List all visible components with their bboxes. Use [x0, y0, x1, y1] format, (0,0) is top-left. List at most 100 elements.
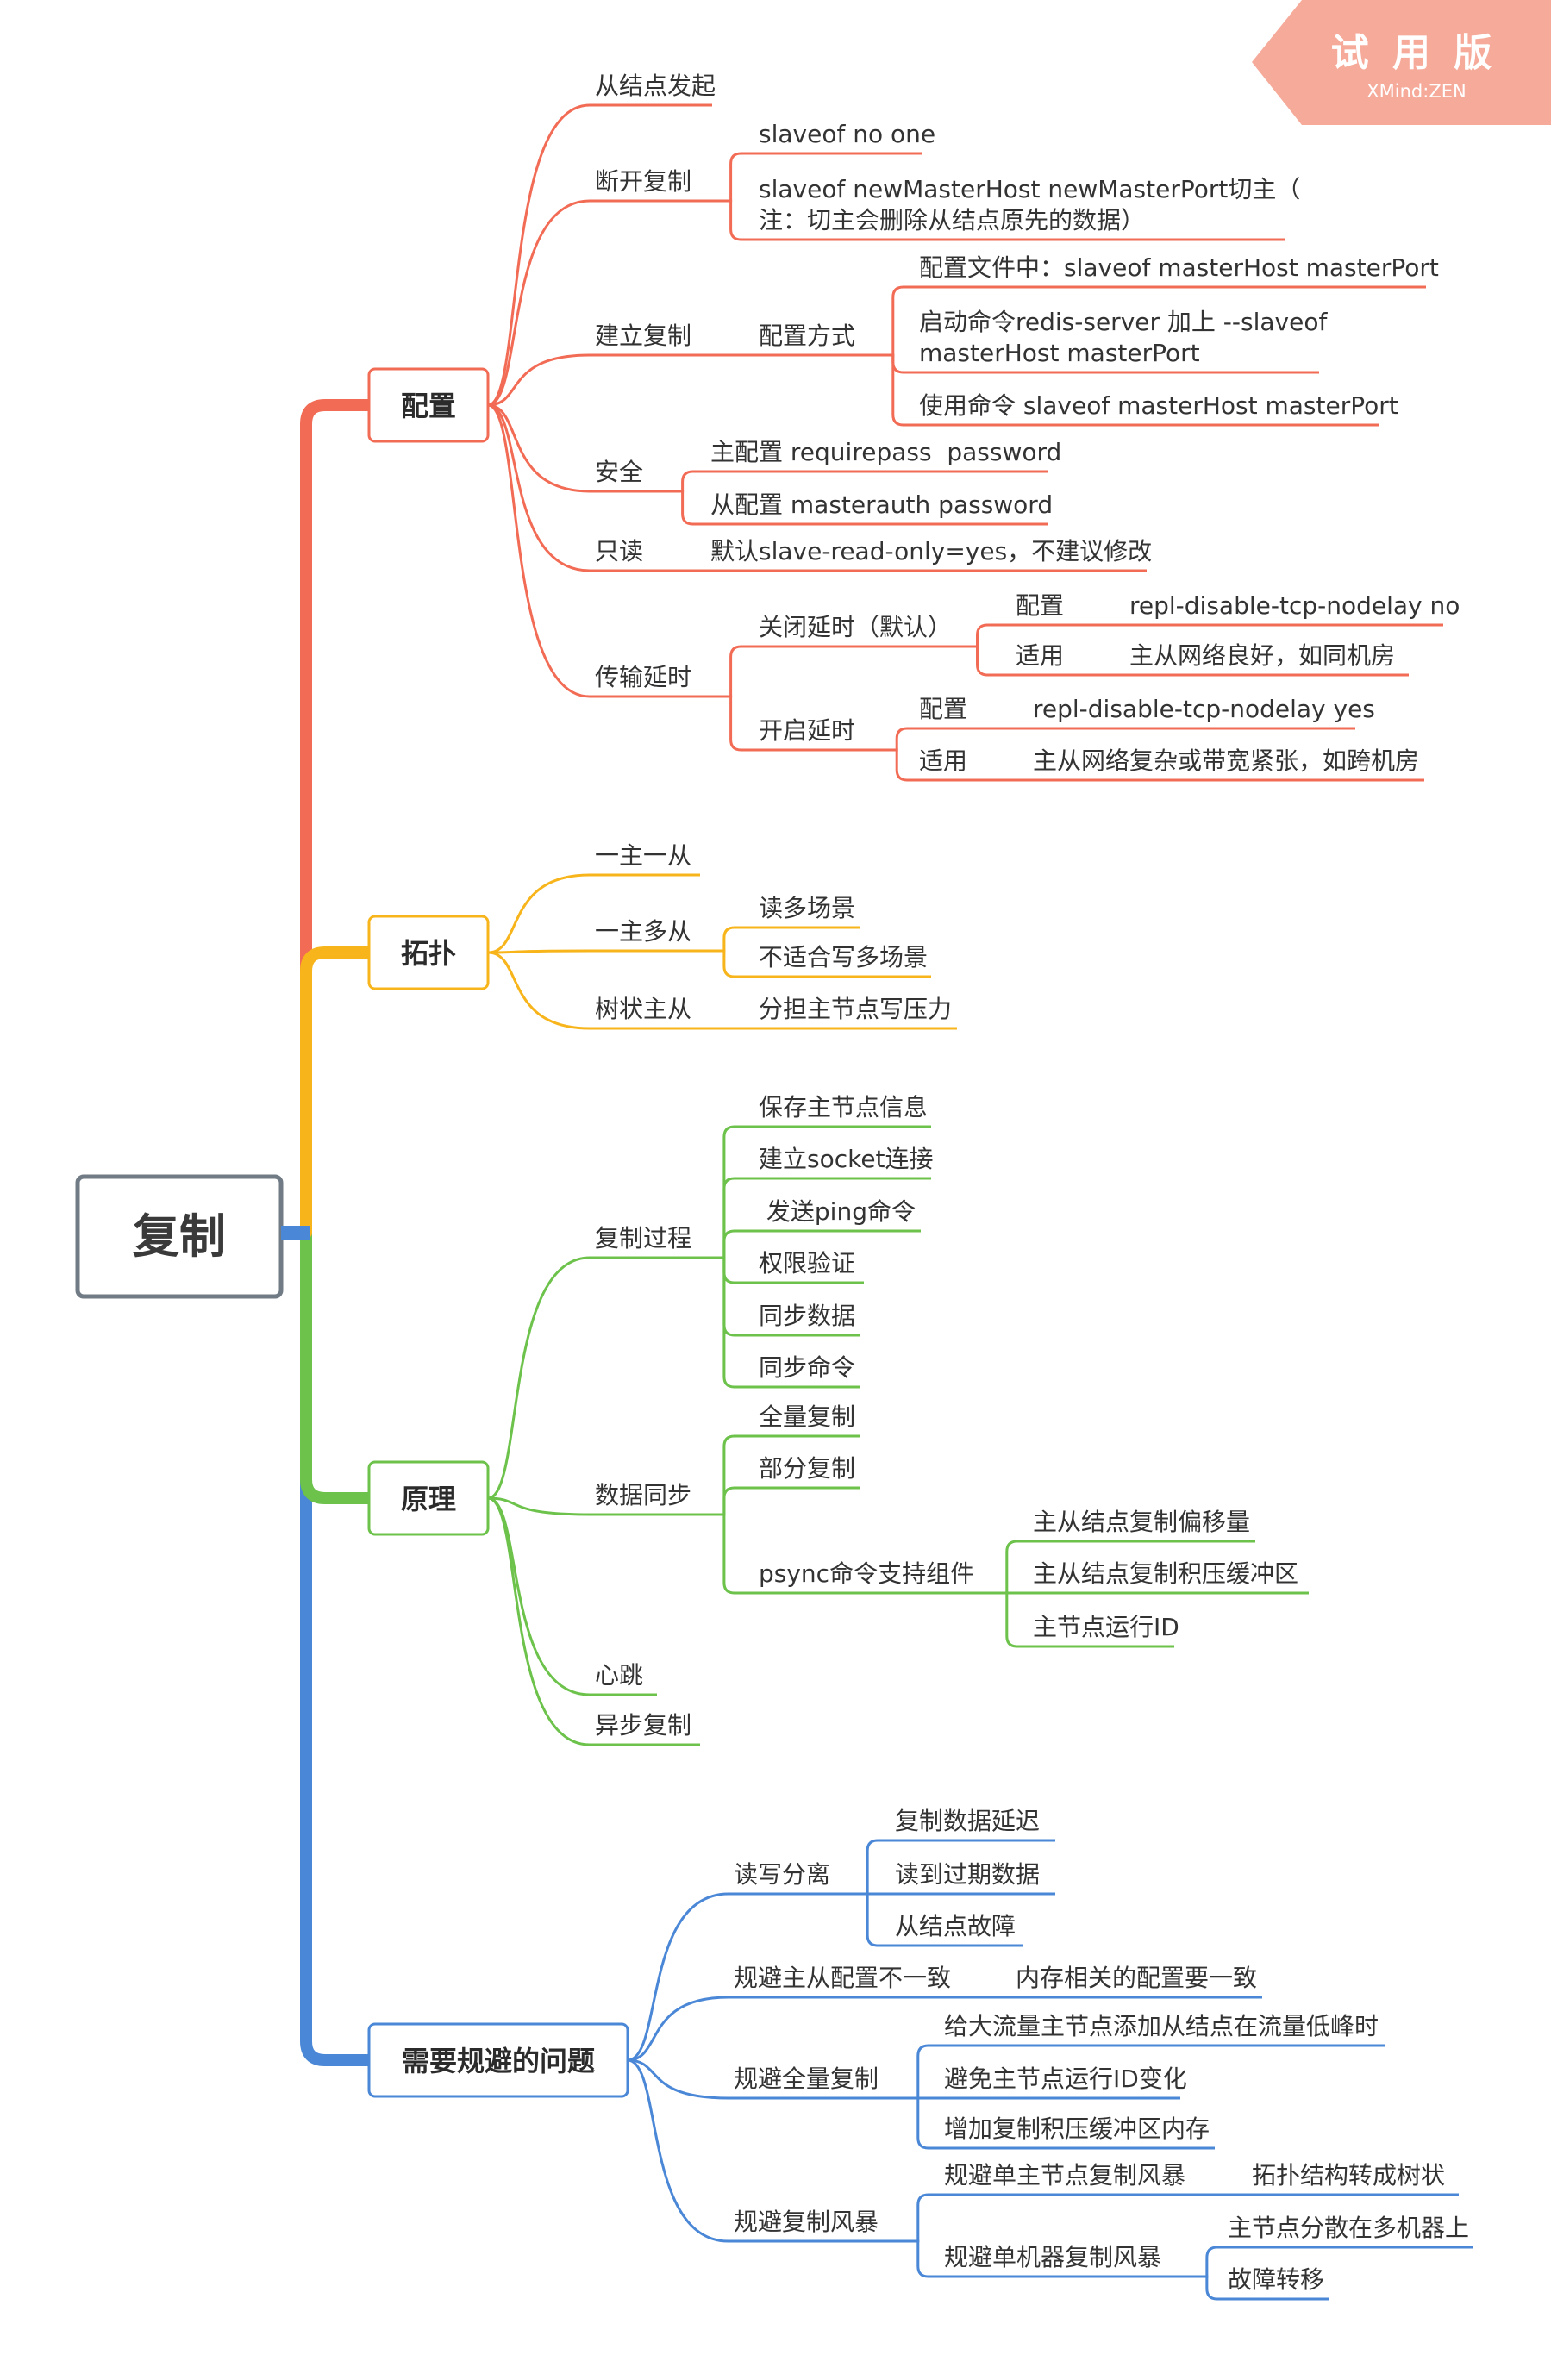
branch-principle[interactable]: 原理: [367, 1460, 490, 1536]
topic-topology-2-0[interactable]: 分担主节点写压力: [754, 995, 957, 1030]
topic-config-5-0-0[interactable]: 配置: [1010, 591, 1107, 627]
topic-config-5-1-1-0[interactable]: 主从网络复杂或带宽紧张，如跨机房: [1028, 746, 1424, 782]
topic-avoid-0-1[interactable]: 读到过期数据: [890, 1860, 1055, 1896]
topic-avoid-2[interactable]: 规避全量复制: [729, 2065, 901, 2100]
topic-avoid-2-2[interactable]: 增加复制积压缓冲区内存: [939, 2115, 1215, 2150]
topic-config-1[interactable]: 断开复制: [590, 167, 712, 203]
topic-config-3[interactable]: 安全: [590, 458, 664, 493]
topic-avoid-0[interactable]: 读写分离: [729, 1860, 849, 1896]
topic-avoid-3-label: 规避复制风暴: [734, 2208, 879, 2236]
connector-avoid-0-0: [849, 1839, 890, 1896]
connector-config-3-0: [664, 470, 705, 493]
topic-principle-0-3[interactable]: 权限验证: [754, 1249, 864, 1284]
topic-topology-1-1[interactable]: 不适合写多场景: [754, 943, 931, 978]
connector-config-1-0: [712, 152, 754, 203]
topic-config-2-0-1[interactable]: 启动命令redis-server 加上 --slaveofmasterHost …: [914, 308, 1328, 374]
topic-principle-1-2[interactable]: psync命令支持组件: [754, 1559, 990, 1595]
topic-principle-0-4[interactable]: 同步数据: [754, 1302, 860, 1337]
topic-config-1-1[interactable]: slaveof newMasterHost newMasterPort切主（注：…: [754, 175, 1300, 241]
connector-config-2-0-2: [876, 353, 914, 427]
connector-config-1-1: [712, 199, 754, 241]
topic-topology-1[interactable]: 一主多从: [590, 917, 700, 953]
branch-topology[interactable]: 拓扑: [367, 915, 490, 990]
topic-avoid-1-0-label: 内存相关的配置要一致: [1016, 1964, 1257, 1992]
topic-config-5-1[interactable]: 开启延时: [754, 716, 883, 752]
branch-topology-label: 拓扑: [401, 937, 456, 970]
topic-config-2-0-0-label: 配置文件中：slaveof masterHost masterPort: [919, 253, 1439, 282]
topic-avoid-3[interactable]: 规避复制风暴: [729, 2208, 901, 2243]
topic-principle-1[interactable]: 数据同步: [590, 1481, 700, 1516]
topic-principle-1-2-2[interactable]: 主节点运行ID: [1028, 1613, 1179, 1648]
topic-config-5-1-0[interactable]: 配置: [914, 695, 1016, 730]
topic-principle-0-2[interactable]: 发送ping命令: [754, 1197, 921, 1233]
connector-avoid-3-0: [901, 2193, 939, 2243]
topic-config-3-0-label: 主配置 requirepass password: [710, 438, 1061, 466]
topic-principle-1-2-1[interactable]: 主从结点复制积压缓冲区: [1028, 1559, 1309, 1595]
topic-avoid-0-2[interactable]: 从结点故障: [890, 1912, 1023, 1947]
connector-config-5: [487, 403, 591, 698]
topic-config-5-1-0-0[interactable]: repl-disable-tcp-nodelay yes: [1028, 695, 1375, 730]
connector-avoid-2-2: [901, 2096, 939, 2150]
topic-config-2-0[interactable]: 配置方式: [754, 322, 876, 357]
topic-principle-1-1-label: 部分复制: [759, 1454, 855, 1483]
topic-avoid-3-1-0[interactable]: 主节点分散在多机器上: [1223, 2214, 1473, 2249]
connector-principle-0-3: [700, 1256, 754, 1284]
connector-principle-0-5: [700, 1256, 754, 1389]
connector-principle-1: [487, 1496, 591, 1516]
connector-config-2-0-0: [876, 285, 914, 357]
topic-config-5-1-1[interactable]: 适用: [914, 746, 1016, 782]
topic-avoid-3-0[interactable]: 规避单主节点复制风暴: [939, 2161, 1232, 2196]
topic-avoid-0-0[interactable]: 复制数据延迟: [890, 1807, 1055, 1842]
topic-principle-2[interactable]: 心跳: [590, 1661, 657, 1696]
topic-principle-0-0[interactable]: 保存主节点信息: [754, 1093, 931, 1128]
root-topic[interactable]: 复制: [75, 1174, 284, 1299]
topic-avoid-2-1[interactable]: 避免主节点运行ID变化: [939, 2065, 1187, 2100]
topic-avoid-1-0[interactable]: 内存相关的配置要一致: [1010, 1964, 1262, 1999]
topic-avoid-3-0-0[interactable]: 拓扑结构转成树状: [1247, 2161, 1459, 2196]
topic-config-2-0-2[interactable]: 使用命令 slaveof masterHost masterPort: [914, 391, 1398, 427]
topic-principle-0-5[interactable]: 同步命令: [754, 1353, 860, 1389]
topic-topology-1-1-label: 不适合写多场景: [759, 943, 928, 971]
topic-principle-3[interactable]: 异步复制: [590, 1711, 700, 1746]
topic-avoid-2-2-label: 增加复制积压缓冲区内存: [944, 2115, 1210, 2143]
topic-topology-0[interactable]: 一主一从: [590, 841, 700, 877]
topic-avoid-3-1-1[interactable]: 故障转移: [1223, 2265, 1329, 2301]
topic-config-5-0[interactable]: 关闭延时（默认）: [754, 613, 952, 648]
topic-principle-1-1[interactable]: 部分复制: [754, 1454, 860, 1490]
topic-config-0[interactable]: 从结点发起: [590, 72, 716, 107]
branch-config[interactable]: 配置: [367, 367, 490, 443]
topic-config-1-0[interactable]: slaveof no one: [754, 120, 935, 155]
topic-config-5-0-1[interactable]: 适用: [1010, 641, 1107, 677]
branch-principle-label: 原理: [401, 1483, 456, 1515]
connector-avoid-1: [627, 1996, 729, 2062]
topic-config-4-0[interactable]: 默认slave-read-only=yes，不建议修改: [705, 537, 1152, 572]
topic-principle-0-1[interactable]: 建立socket连接: [754, 1145, 934, 1180]
connector-config-4: [487, 403, 591, 572]
topic-config-2[interactable]: 建立复制: [590, 322, 712, 357]
topic-config-3-0[interactable]: 主配置 requirepass password: [705, 438, 1061, 473]
topic-principle-1-2-0[interactable]: 主从结点复制偏移量: [1028, 1508, 1255, 1543]
connector-avoid-0-2: [849, 1892, 890, 1947]
topic-config-5-1-label: 开启延时: [759, 716, 855, 745]
topic-config-5-0-0-0[interactable]: repl-disable-tcp-nodelay no: [1124, 591, 1460, 627]
topic-avoid-2-0[interactable]: 给大流量主节点添加从结点在流量低峰时: [939, 2012, 1385, 2047]
topic-topology-1-0[interactable]: 读多场景: [754, 894, 860, 929]
trunk-principle: [300, 1227, 375, 1504]
topic-principle-0-4-label: 同步数据: [759, 1302, 855, 1330]
topic-config-4[interactable]: 只读: [590, 537, 664, 572]
topic-principle-2-label: 心跳: [595, 1661, 643, 1690]
topic-topology-2[interactable]: 树状主从: [590, 995, 700, 1030]
topic-config-2-0-0[interactable]: 配置文件中：slaveof masterHost masterPort: [914, 253, 1439, 289]
topic-config-5-0-1-0[interactable]: 主从网络良好，如同机房: [1124, 641, 1409, 677]
topic-principle-0-label: 复制过程: [595, 1224, 691, 1252]
topic-config-3-1[interactable]: 从配置 masterauth password: [705, 490, 1053, 526]
topic-avoid-1[interactable]: 规避主从配置不一致: [729, 1964, 1004, 1999]
topic-config-5[interactable]: 传输延时: [590, 663, 712, 698]
branch-avoid[interactable]: 需要规避的问题: [367, 2022, 629, 2098]
topic-avoid-3-1[interactable]: 规避单机器复制风暴: [939, 2243, 1194, 2278]
connector-config-5-1: [712, 695, 754, 752]
topic-config-3-label: 安全: [595, 458, 643, 486]
topic-principle-0[interactable]: 复制过程: [590, 1224, 700, 1259]
connector-principle-3: [487, 1496, 591, 1746]
topic-principle-1-0[interactable]: 全量复制: [754, 1402, 860, 1438]
